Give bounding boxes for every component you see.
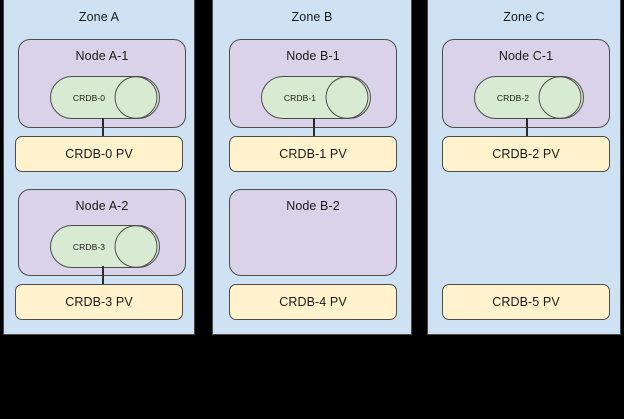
pv-crdb-2[interactable]: CRDB-2 PV (442, 136, 610, 172)
pv-crdb-3[interactable]: CRDB-3 PV (15, 284, 183, 320)
pv-crdb-3-label: CRDB-3 PV (65, 295, 133, 309)
node-a-2-title: Node A-2 (75, 199, 129, 213)
pod-crdb-1-label: CRDB-1 (283, 92, 317, 103)
node-c-1[interactable]: Node C-1 CRDB-2 (442, 39, 610, 128)
node-b-2-title: Node B-2 (286, 199, 340, 213)
pod-crdb-1[interactable]: CRDB-1 (261, 76, 371, 119)
pv-crdb-2-label: CRDB-2 PV (492, 147, 560, 161)
pod-crdb-2[interactable]: CRDB-2 (474, 76, 584, 119)
zone-a: Zone A Node A-1 CRDB-0 CRDB-0 PV Node A-… (3, 0, 195, 335)
connector-crdb-1 (313, 118, 315, 137)
pod-crdb-0[interactable]: CRDB-0 (50, 76, 160, 119)
connector-crdb-3 (102, 266, 104, 285)
node-b-2[interactable]: Node B-2 (229, 189, 397, 276)
pv-crdb-1[interactable]: CRDB-1 PV (229, 136, 397, 172)
zone-b: Zone B Node B-1 CRDB-1 CRDB-1 PV Node B-… (212, 0, 412, 335)
node-b-1-title: Node B-1 (286, 49, 340, 63)
node-b-1[interactable]: Node B-1 CRDB-1 (229, 39, 397, 128)
zone-a-title: Zone A (78, 10, 120, 24)
pv-crdb-0-label: CRDB-0 PV (65, 147, 133, 161)
pv-crdb-1-label: CRDB-1 PV (279, 147, 347, 161)
node-a-1-title: Node A-1 (75, 49, 129, 63)
connector-crdb-0 (102, 118, 104, 137)
zone-b-title: Zone B (291, 10, 333, 24)
connector-crdb-2 (526, 118, 528, 137)
zone-c-title: Zone C (503, 10, 545, 24)
node-a-2[interactable]: Node A-2 CRDB-3 (18, 189, 186, 276)
pv-crdb-4[interactable]: CRDB-4 PV (229, 284, 397, 320)
pod-crdb-3[interactable]: CRDB-3 (50, 225, 160, 268)
pod-crdb-2-label: CRDB-2 (496, 92, 530, 103)
pod-crdb-3-label: CRDB-3 (72, 241, 106, 252)
pv-crdb-5[interactable]: CRDB-5 PV (442, 284, 610, 320)
node-a-1[interactable]: Node A-1 CRDB-0 (18, 39, 186, 128)
pv-crdb-4-label: CRDB-4 PV (279, 295, 347, 309)
zone-c: Zone C Node C-1 CRDB-2 CRDB-2 PV CRDB-5 … (427, 0, 621, 335)
pv-crdb-0[interactable]: CRDB-0 PV (15, 136, 183, 172)
pv-crdb-5-label: CRDB-5 PV (492, 295, 560, 309)
node-c-1-title: Node C-1 (498, 49, 554, 63)
pod-crdb-0-label: CRDB-0 (72, 92, 106, 103)
